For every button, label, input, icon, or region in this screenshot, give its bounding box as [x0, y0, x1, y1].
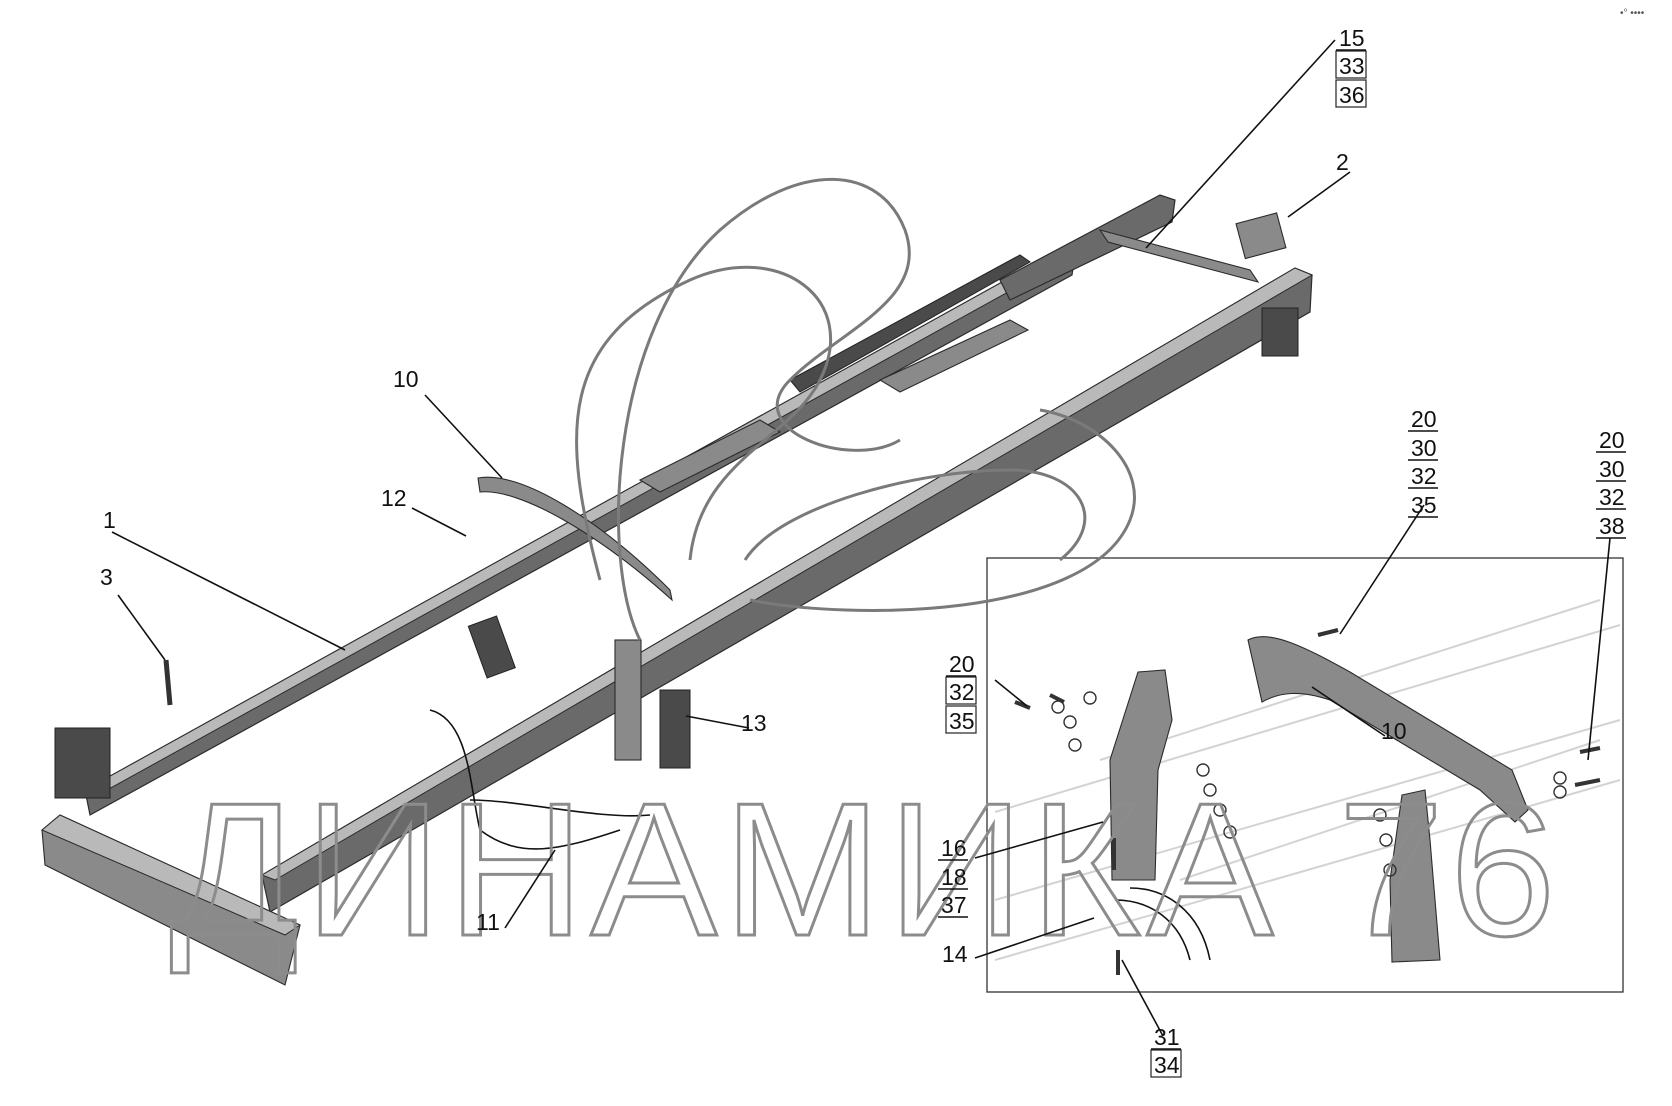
- callout-13: 13: [741, 710, 767, 736]
- svg-text:16: 16: [941, 835, 967, 861]
- callout-group-15: 15 33 36: [1335, 25, 1367, 108]
- svg-text:32: 32: [1411, 463, 1437, 489]
- detail-inset: [986, 557, 1624, 993]
- svg-text:37: 37: [941, 892, 967, 918]
- svg-text:31: 31: [1154, 1024, 1180, 1050]
- callout-12: 12: [381, 485, 407, 511]
- svg-text:20: 20: [949, 651, 975, 677]
- leader-lines: [111, 39, 1611, 1037]
- callout-3: 3: [100, 564, 113, 590]
- chassis-frame: [41, 194, 1314, 986]
- callout-group-20-38: 20 30 32 38: [1596, 427, 1626, 539]
- svg-text:34: 34: [1154, 1052, 1180, 1078]
- callout-labels: 1 2 3 10 10 11 12 13 14 15 33 36 20 30 3…: [100, 25, 1626, 1078]
- callout-10-inset: 10: [1381, 718, 1407, 744]
- svg-text:18: 18: [941, 864, 967, 890]
- watermark-text: ДИНАМИКА 76: [170, 764, 1562, 976]
- svg-text:36: 36: [1339, 82, 1365, 108]
- corner-mark: •° ••••: [1620, 8, 1645, 19]
- svg-text:33: 33: [1339, 53, 1365, 79]
- callout-11: 11: [476, 909, 500, 935]
- svg-text:15: 15: [1339, 25, 1365, 51]
- svg-text:30: 30: [1599, 456, 1625, 482]
- svg-text:20: 20: [1599, 427, 1625, 453]
- callout-1: 1: [103, 507, 116, 533]
- callout-2: 2: [1336, 149, 1349, 175]
- svg-text:35: 35: [1411, 492, 1437, 518]
- svg-text:30: 30: [1411, 435, 1437, 461]
- callout-10: 10: [393, 366, 419, 392]
- callout-group-16: 16 18 37: [938, 835, 968, 918]
- callout-group-20-32: 20 32 35: [945, 651, 977, 734]
- svg-text:20: 20: [1411, 406, 1437, 432]
- callout-group-20-35: 20 30 32 35: [1408, 406, 1438, 518]
- callout-group-31: 31 34: [1150, 1024, 1182, 1078]
- callout-14: 14: [942, 941, 968, 967]
- logo-watermark: [575, 177, 1136, 641]
- svg-text:32: 32: [949, 679, 975, 705]
- svg-text:38: 38: [1599, 513, 1625, 539]
- svg-text:35: 35: [949, 708, 975, 734]
- svg-text:32: 32: [1599, 484, 1625, 510]
